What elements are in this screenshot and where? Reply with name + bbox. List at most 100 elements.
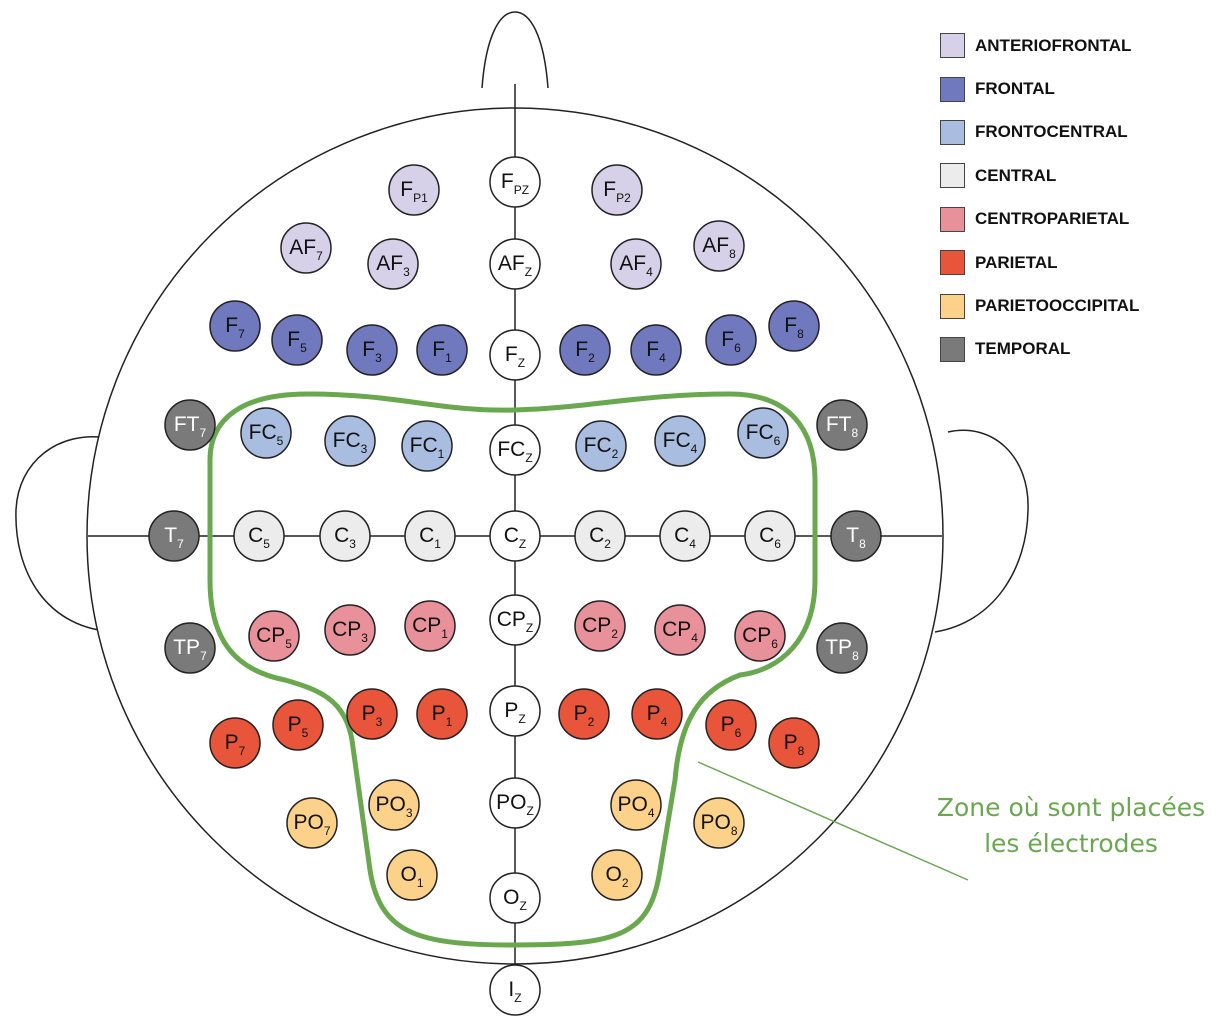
legend-label: TEMPORAL bbox=[975, 339, 1071, 359]
electrode-label-sub: 6 bbox=[774, 537, 781, 551]
electrode-label-base: TP bbox=[173, 636, 200, 659]
electrode-circle bbox=[631, 688, 683, 740]
electrode-label-base: F bbox=[432, 338, 445, 361]
electrode-circle bbox=[830, 510, 882, 562]
electrode-label-base: C bbox=[334, 524, 349, 547]
electrode-circle bbox=[164, 622, 216, 674]
electrode-af3: AF3 bbox=[367, 238, 419, 290]
electrode-fz: FZ bbox=[489, 329, 541, 381]
electrode-label-sub: 6 bbox=[734, 341, 741, 355]
electrode-label: CP5 bbox=[256, 624, 292, 651]
zone-annotation: Zone où sont placées les électrodes bbox=[912, 790, 1230, 862]
electrode-circle bbox=[574, 510, 626, 562]
electrode-afz: AFZ bbox=[489, 238, 541, 290]
electrode-label: CZ bbox=[504, 524, 527, 551]
electrode-label-base: F bbox=[784, 314, 797, 337]
electrode-p1: P1 bbox=[416, 688, 468, 740]
electrode-label: CP1 bbox=[412, 614, 448, 641]
electrode-label-sub: Z bbox=[526, 621, 533, 635]
electrode-circle bbox=[654, 604, 706, 656]
electrode-f7: F7 bbox=[209, 300, 261, 352]
electrode-circle bbox=[737, 407, 789, 459]
electrode-circle bbox=[591, 164, 643, 216]
electrode-circle bbox=[240, 407, 292, 459]
electrode-label-sub: 3 bbox=[361, 631, 368, 645]
electrode-t8: T8 bbox=[830, 510, 882, 562]
electrode-o2: O2 bbox=[591, 849, 643, 901]
electrode-cp1: CP1 bbox=[404, 600, 456, 652]
electrode-label: C3 bbox=[334, 524, 356, 551]
electrode-circle bbox=[659, 510, 711, 562]
electrode-label-sub: 1 bbox=[446, 715, 453, 729]
electrode-po8: PO8 bbox=[693, 797, 745, 849]
electrode-label-sub: 8 bbox=[851, 426, 858, 440]
electrode-circle bbox=[286, 797, 338, 849]
electrode-label-base: F bbox=[575, 338, 588, 361]
electrode-f4: F4 bbox=[630, 324, 682, 376]
electrode-circle bbox=[346, 324, 398, 376]
electrode-label-sub: 6 bbox=[774, 434, 781, 448]
electrode-label-base: FC bbox=[746, 421, 774, 444]
electrode-label-base: FT bbox=[174, 413, 200, 436]
electrode-pz: PZ bbox=[489, 685, 541, 737]
electrode-label-sub: 4 bbox=[691, 442, 698, 456]
legend-item-central: CENTRAL bbox=[940, 154, 1139, 197]
electrode-label-base: FC bbox=[410, 434, 438, 457]
electrode-label: PZ bbox=[504, 699, 525, 726]
electrode-circle bbox=[591, 849, 643, 901]
electrode-label-sub: 7 bbox=[239, 744, 246, 758]
electrode-label-sub: 2 bbox=[588, 351, 595, 365]
electrode-label-sub: Z bbox=[518, 356, 525, 370]
electrode-label-base: F bbox=[400, 178, 413, 201]
electrode-label-sub: 8 bbox=[797, 327, 804, 341]
electrode-label-base: T bbox=[846, 524, 859, 547]
electrode-label-sub: 7 bbox=[324, 824, 331, 838]
electrode-circle bbox=[489, 964, 541, 1016]
electrode-label: F4 bbox=[646, 338, 666, 365]
electrode-label: P4 bbox=[647, 702, 668, 729]
electrode-label: POZ bbox=[496, 791, 534, 818]
electrode-label-sub: Z bbox=[514, 991, 521, 1005]
electrode-label-base: CP bbox=[742, 624, 771, 647]
electrode-label-sub: 7 bbox=[200, 649, 207, 663]
legend-swatch bbox=[940, 206, 965, 232]
electrode-label-sub: 3 bbox=[361, 442, 368, 456]
electrode-circle bbox=[416, 688, 468, 740]
electrode-circle bbox=[693, 797, 745, 849]
electrode-label-base: F bbox=[287, 328, 300, 351]
electrode-tp7: TP7 bbox=[164, 622, 216, 674]
electrode-p6: P6 bbox=[705, 699, 757, 751]
legend-item-frontocentral: FRONTOCENTRAL bbox=[940, 111, 1139, 154]
electrode-label: PO3 bbox=[375, 793, 412, 820]
electrode-circle bbox=[209, 717, 261, 769]
electrode-p8: P8 bbox=[768, 717, 820, 769]
electrode-f1: F1 bbox=[416, 324, 468, 376]
electrode-label-sub: 5 bbox=[263, 537, 270, 551]
electrode-label: F1 bbox=[432, 338, 452, 365]
electrode-p3: P3 bbox=[346, 688, 398, 740]
electrode-circle bbox=[559, 324, 611, 376]
electrode-circle bbox=[574, 600, 626, 652]
electrode-label: FC6 bbox=[746, 421, 781, 448]
electrode-label: PO7 bbox=[293, 811, 330, 838]
electrode-label-sub: 8 bbox=[798, 744, 805, 758]
electrode-label-sub: 5 bbox=[277, 434, 284, 448]
electrode-label: O2 bbox=[605, 863, 628, 890]
electrode-label-sub: 3 bbox=[403, 265, 410, 279]
electrode-circle bbox=[654, 415, 706, 467]
electrode-c6: C6 bbox=[744, 510, 796, 562]
electrode-label: AF7 bbox=[289, 236, 323, 263]
electrode-label-base: AF bbox=[702, 234, 729, 257]
electrode-label-sub: 4 bbox=[659, 351, 666, 365]
electrode-label: OZ bbox=[503, 886, 527, 913]
electrode-label-base: C bbox=[419, 524, 434, 547]
electrode-circle bbox=[558, 688, 610, 740]
electrode-label-sub: Z bbox=[527, 804, 534, 818]
electrode-f3: F3 bbox=[346, 324, 398, 376]
electrode-label-sub: 8 bbox=[731, 824, 738, 838]
electrode-po3: PO3 bbox=[368, 779, 420, 831]
electrode-circle bbox=[367, 238, 419, 290]
electrode-label-sub: 1 bbox=[438, 447, 445, 461]
legend-swatch bbox=[940, 250, 965, 276]
electrode-circle bbox=[816, 622, 868, 674]
